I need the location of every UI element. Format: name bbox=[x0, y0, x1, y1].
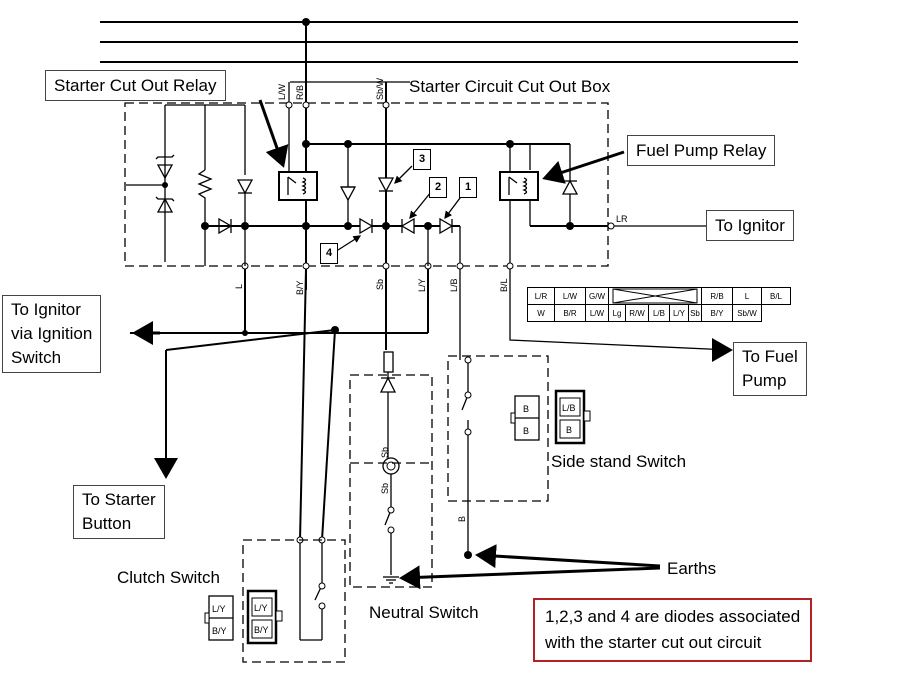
diode-1-label: 1 bbox=[459, 177, 477, 198]
clutch-switch-label: Clutch Switch bbox=[117, 568, 220, 587]
pointer-arrows bbox=[132, 99, 733, 590]
svg-text:B: B bbox=[523, 426, 529, 436]
wire-code-ly: L/Y bbox=[417, 278, 427, 292]
code-cell: L bbox=[732, 287, 762, 305]
neutral-switch-outline bbox=[349, 374, 433, 588]
to-ignitor-via-switch-line2: via Ignition bbox=[11, 324, 93, 343]
feed-wires bbox=[285, 18, 390, 350]
svg-text:B/Y: B/Y bbox=[254, 625, 269, 635]
to-starter-button-line1: To Starter bbox=[82, 490, 156, 509]
wire-code-by: B/Y bbox=[295, 280, 305, 295]
connector-code-table: L/R L/W G/W R/B L B/L W B/R L/W Lg R/W L… bbox=[527, 287, 791, 322]
code-cell: Lg bbox=[608, 304, 626, 322]
clutch-connector: L/Y B/Y L/Y B/Y bbox=[204, 589, 283, 645]
to-fuel-pump-label: To Fuel Pump bbox=[733, 342, 807, 396]
code-cell: R/W bbox=[625, 304, 649, 322]
wire-code-sbw: Sb/W bbox=[375, 77, 385, 100]
svg-text:B: B bbox=[566, 425, 572, 435]
wire-code-lr: LR bbox=[616, 214, 628, 224]
diode-note: 1,2,3 and 4 are diodes associated with t… bbox=[533, 598, 813, 662]
side-stand-connector: B B L/B B bbox=[510, 389, 591, 445]
to-ignitor-via-switch-line1: To Ignitor bbox=[11, 300, 81, 319]
code-cell: R/B bbox=[701, 287, 733, 305]
to-fuel-pump-line1: To Fuel bbox=[742, 347, 798, 366]
svg-text:L/Y: L/Y bbox=[254, 603, 268, 613]
code-cell: L/R bbox=[527, 287, 555, 305]
code-cell: B/R bbox=[554, 304, 586, 322]
wire-code-rb: R/B bbox=[295, 85, 305, 100]
to-starter-button-line2: Button bbox=[82, 514, 132, 533]
wire-code-sb: Sb bbox=[375, 279, 385, 290]
code-cell: G/W bbox=[585, 287, 609, 305]
svg-text:B: B bbox=[523, 404, 529, 414]
blank-crossed-cell bbox=[608, 287, 702, 305]
code-cell: L/W bbox=[585, 304, 609, 322]
side-stand-switch-label: Side stand Switch bbox=[551, 452, 687, 471]
diode-4-label: 4 bbox=[320, 243, 338, 264]
to-fuel-pump-line2: Pump bbox=[742, 371, 787, 390]
to-starter-button-label: To Starter Button bbox=[73, 485, 165, 539]
wire-code-neutral-sb1: Sb bbox=[380, 447, 390, 458]
diode-note-line1: 1,2,3 and 4 are diodes associated bbox=[545, 607, 801, 626]
diode-3-label: 3 bbox=[413, 149, 431, 170]
box-circuit bbox=[126, 104, 708, 270]
starter-cut-out-relay-label: Starter Cut Out Relay bbox=[45, 70, 226, 101]
code-cell: B/Y bbox=[701, 304, 733, 322]
starter-circuit-box-label: Starter Circuit Cut Out Box bbox=[409, 77, 611, 96]
earths-label: Earths bbox=[667, 559, 717, 578]
external-wiring bbox=[130, 268, 731, 641]
diode-2-label: 2 bbox=[429, 177, 447, 198]
code-cell: Sb/W bbox=[732, 304, 762, 322]
code-cell: L/W bbox=[554, 287, 586, 305]
clutch-switch-outline bbox=[242, 539, 346, 663]
code-cell: L/Y bbox=[669, 304, 689, 322]
wire-code-lw: L/W bbox=[277, 83, 287, 100]
svg-text:L/B: L/B bbox=[562, 403, 576, 413]
to-ignitor-label: To Ignitor bbox=[706, 210, 794, 241]
fuel-pump-relay-label: Fuel Pump Relay bbox=[627, 135, 776, 166]
code-cell: Sb bbox=[688, 304, 702, 322]
wire-code-neutral-sb2: Sb bbox=[380, 483, 390, 494]
svg-text:L/Y: L/Y bbox=[212, 604, 226, 614]
neutral-switch-label: Neutral Switch bbox=[369, 603, 479, 622]
to-ignitor-via-switch-line3: Switch bbox=[11, 348, 62, 367]
wire-code-bl: B/L bbox=[499, 278, 509, 292]
wire-code-labels: L/W R/B Sb/W LR L B/Y Sb L/Y L/B B/L Sb … bbox=[234, 77, 628, 522]
side-stand-outline bbox=[447, 355, 549, 502]
code-cell: W bbox=[527, 304, 555, 322]
bus-lines bbox=[100, 21, 798, 83]
svg-text:B/Y: B/Y bbox=[212, 626, 227, 636]
to-ignitor-via-switch-label: To Ignitor via Ignition Switch bbox=[2, 295, 102, 373]
cut-out-box-outline bbox=[124, 102, 609, 267]
diode-note-line2: with the starter cut out circuit bbox=[545, 633, 762, 652]
code-cell: L/B bbox=[648, 304, 670, 322]
wire-code-lb: L/B bbox=[449, 278, 459, 292]
code-cell: B/L bbox=[761, 287, 791, 305]
wire-code-side-b: B bbox=[457, 516, 467, 522]
wire-code-l: L bbox=[234, 284, 244, 289]
